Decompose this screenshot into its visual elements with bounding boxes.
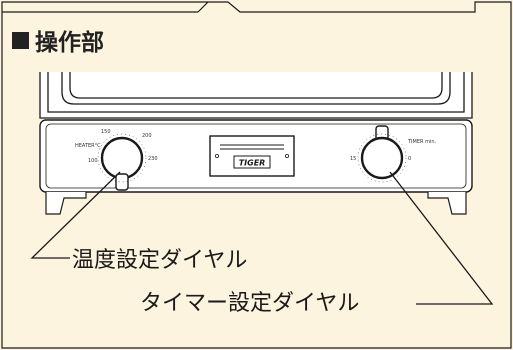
square-bullet-icon [12,31,29,49]
timer-dial-callout: タイマー設定ダイヤル [140,291,360,316]
heater-tick-150: 150 [101,129,111,135]
section-title-text: 操作部 [35,30,104,56]
section-title: 操作部 [12,23,104,57]
heater-tick-200: 200 [142,133,152,139]
brand-logo: TIGER [239,159,266,168]
timer-label: TIMER min. [407,139,436,145]
heater-label: HEATER°C [75,143,101,149]
leader-lines [30,171,494,305]
heater-tick-100: 100 [88,158,98,164]
timer-tick-0: 0 [408,156,411,162]
center-nameplate: TIGER [209,135,295,177]
oven-feet [45,192,467,215]
temperature-dial-callout: 温度設定ダイヤル [72,248,248,273]
temperature-dial[interactable]: HEATER°C 150 200 230 100 [75,129,158,191]
oven-body [39,72,473,119]
timer-dial[interactable]: TIMER min. 15 0 [350,125,436,183]
timer-tick-15: 15 [350,156,356,162]
heater-tick-230: 230 [148,156,158,162]
